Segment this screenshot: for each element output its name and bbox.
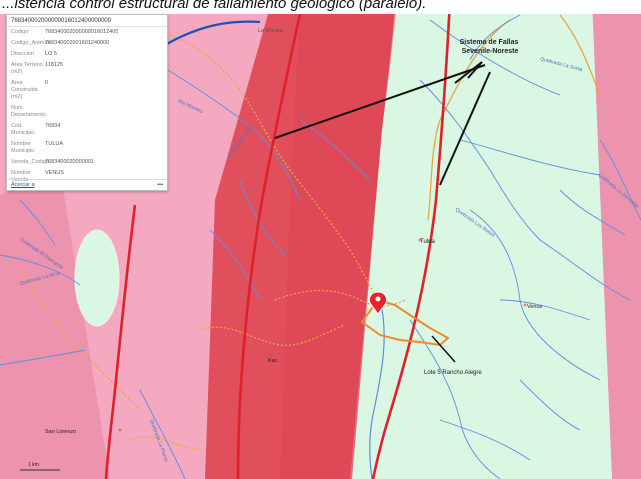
attribute-key: Nom. Departamento [11,105,46,118]
popup-attribute-row: Area Terreno (m2)118125 [11,62,163,76]
fault-system-label: Sistema de Fallas Sevenile-Noreste [460,39,521,55]
place-venus: Venus [527,304,543,310]
popup-attribute-row: Area Construida (m2) 0 [11,80,163,101]
popup-attribute-row: Nom. Departamento [11,105,163,119]
zoom-to-link[interactable]: Acercar a [11,182,35,188]
attribute-key: Codigo_Anterior [11,40,51,46]
popup-title: 768340002000000016012400000000 [7,15,167,27]
pink-band-right [590,0,641,479]
svg-text:1 km: 1 km [28,462,39,468]
attribute-key: Direccion [11,51,34,57]
attribute-key: Area Terreno (m2) [11,62,43,75]
popup-attribute-row: Direccion LO 5 [11,51,163,58]
place-la-morala: La Morala [258,28,283,34]
lot-pointer [431,335,456,363]
location-marker-icon[interactable] [368,291,388,315]
rivers [0,14,641,479]
figure-caption: ...istencia control estructural de falla… [0,0,641,14]
attribute-value: 0 [45,80,49,86]
feature-info-popup[interactable]: 768340002000000016012400000000 Codigo 768… [6,14,168,191]
scale-bar: 1 km [20,462,60,471]
attribute-key: Nombre Municipio [11,141,35,154]
attribute-value: 76834 [45,123,61,129]
fault-system-pointers [274,61,491,186]
lot-label: Lote 5 Rancho Alegre [424,370,482,376]
place-kac: Kac [268,358,278,364]
attribute-value: 7683400020000001 [45,159,94,165]
attribute-value: 118125 [45,62,63,68]
popup-attribute-row: Cod. Municipio 76834 [11,123,163,137]
attribute-key: Codigo [11,29,29,35]
popup-footer: Acercar a ••• [7,179,167,190]
more-options-icon[interactable]: ••• [157,182,163,188]
attribute-value: 768340002001601240000 [45,40,110,46]
attribute-value: VENUS [45,170,64,176]
green-zone [352,0,612,479]
attribute-value: LO 5 [45,51,57,57]
popup-attribute-row: Nombre Vereda VENUS [11,170,163,184]
attribute-key: Cod. Municipio [11,123,35,136]
popup-attribute-row: Nombre Municipio TULUA [11,141,163,155]
attribute-key: Vereda_Codigo [11,159,49,165]
attribute-value: 768340002000000016012400 [45,29,119,35]
fault-lines [104,0,452,479]
place-san-lorenzo: San Lorenzo [45,429,76,435]
poi-dots [118,213,527,432]
green-lens [74,229,120,327]
attribute-value: TULUA [45,141,64,147]
pink-band-left [0,170,110,479]
attribute-key: Area Construida (m2) [11,80,38,100]
attribute-key: Nombre Vereda [11,170,31,183]
popup-attribute-row: Codigo 768340002000000016012400 [11,29,163,36]
place-tulua: Tulua [420,239,435,245]
